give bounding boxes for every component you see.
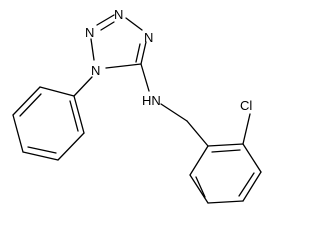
phenyl-double-2 <box>27 146 57 154</box>
chlorophenyl-bond-4 <box>207 200 244 204</box>
bond-c5-nh <box>140 63 150 92</box>
atom-n1-label: N <box>91 63 100 78</box>
tetrazole-ring <box>90 14 147 69</box>
bond-c5-n1 <box>105 63 142 69</box>
chlorophenyl-bond-5 <box>189 174 209 204</box>
bond-n2-n3 <box>96 14 115 26</box>
bond-n3-n4 <box>125 17 143 31</box>
phenyl-double-3 <box>69 100 79 132</box>
chlorophenyl-bond-2 <box>242 143 262 173</box>
phenyl-bond-3 <box>12 114 24 153</box>
phenyl-bond-5 <box>57 132 85 161</box>
phenyl-bond-1 <box>39 86 75 97</box>
atom-n3-label: N <box>114 7 123 22</box>
atom-n2-label: N <box>85 25 94 40</box>
chlorophenyl-bond-6 <box>189 145 209 176</box>
bond-n1-phenyl <box>73 76 93 97</box>
chlorophenyl-double-3 <box>195 176 206 198</box>
chlorophenyl-double-2 <box>238 172 255 197</box>
atom-cl-label: Cl <box>240 98 252 113</box>
bond-aryl-cl <box>242 113 251 145</box>
bond-ch2-aryl <box>186 120 209 147</box>
bond-nh-ch2 <box>160 103 188 122</box>
phenyl-ring <box>12 76 93 161</box>
bond-n2-n3-inner <box>100 21 115 31</box>
phenyl-double-1 <box>19 93 42 117</box>
atom-nh-label: HN <box>142 93 161 108</box>
bond-n4-c5 <box>140 41 147 65</box>
phenyl-bond-6 <box>73 95 85 134</box>
chlorophenyl-bond-3 <box>242 171 262 202</box>
phenyl-bond-4 <box>22 151 59 161</box>
structure-diagram: N N N N HN Cl <box>12 7 262 204</box>
molecule-drawing: N N N N HN Cl <box>12 7 262 204</box>
bond-n1-n2 <box>90 38 95 61</box>
phenyl-bond-2 <box>12 86 41 116</box>
chlorophenyl-double-1 <box>211 149 241 153</box>
atom-n4-label: N <box>144 30 153 45</box>
chlorophenyl-ring <box>189 113 262 204</box>
chlorophenyl-bond-1 <box>207 143 244 147</box>
bond-n4-c5-inner <box>135 43 141 63</box>
amine-linker <box>140 63 209 147</box>
